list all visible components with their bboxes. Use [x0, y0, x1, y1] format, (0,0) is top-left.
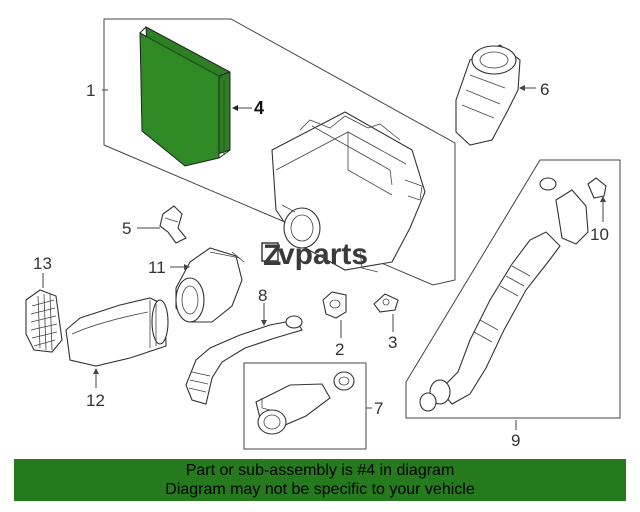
air-filter-element-part-4[interactable]: [139, 26, 231, 167]
callout-3: 3: [388, 333, 397, 352]
callout-9: 9: [511, 431, 520, 450]
resonator-part-11[interactable]: [175, 247, 245, 323]
callout-11: 11: [148, 258, 166, 277]
callout-5: 5: [122, 219, 131, 238]
inlet-tube-part-12[interactable]: [65, 297, 169, 367]
callout-1: 1: [86, 81, 95, 100]
vparts-logo: Z vparts: [261, 238, 368, 272]
parts-diagram: 1 4 6 5 11 13 12 8 2 3 7 9 10 Z vparts: [25, 18, 621, 450]
assembly-1-frame: [103, 18, 456, 286]
mesh-screen-part-13[interactable]: [25, 289, 63, 353]
banner-line-2: Diagram may not be specific to your vehi…: [165, 481, 475, 498]
callout-4: 4: [254, 98, 264, 118]
banner-line-1: Part or sub-assembly is #4 in diagram: [185, 462, 455, 479]
sensor-assembly-part-7[interactable]: [255, 371, 355, 435]
logo-mark: Z: [263, 239, 281, 272]
assembly-9-frame: [405, 159, 621, 419]
callout-13: 13: [33, 254, 52, 273]
callout-10: 10: [590, 225, 609, 244]
clip-part-5[interactable]: [159, 205, 187, 244]
intake-duct-part-6[interactable]: [455, 44, 521, 146]
hose-part-8[interactable]: [185, 315, 303, 405]
bracket-part-3[interactable]: [373, 293, 399, 313]
callout-8: 8: [258, 286, 267, 305]
callout-6: 6: [540, 80, 549, 99]
notice-banner: Part or sub-assembly is #4 in diagram Di…: [14, 459, 626, 501]
assembly-7-frame: [243, 362, 367, 450]
air-cleaner-housing: [271, 111, 426, 273]
callout-7: 7: [374, 399, 383, 418]
long-hose-part-9[interactable]: [419, 177, 589, 412]
callout-12: 12: [86, 391, 105, 410]
bracket-part-2[interactable]: [322, 291, 347, 319]
callout-2: 2: [335, 340, 344, 359]
logo-wordmark: vparts: [278, 238, 368, 271]
connector-part-10[interactable]: [587, 177, 607, 199]
